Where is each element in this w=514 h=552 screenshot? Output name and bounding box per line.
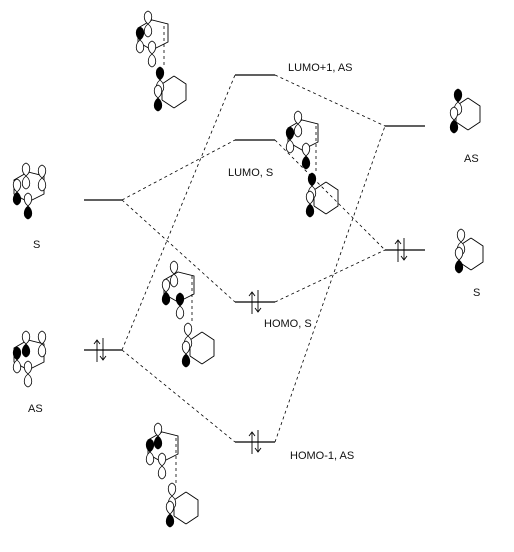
label-left-upper-sym: S — [33, 239, 40, 251]
label-left-lower-sym: AS — [28, 403, 43, 415]
mo-lumo-picture — [285, 110, 339, 218]
mo-homo1-picture — [145, 422, 199, 528]
label-right-lower-sym: S — [473, 287, 480, 299]
dioxole-S-orbital — [454, 228, 484, 274]
label-lumo1: LUMO+1, AS — [288, 62, 353, 74]
dioxole-AS-orbital — [449, 88, 481, 134]
spin-arrows-left-AS — [93, 338, 107, 362]
label-right-upper-sym: AS — [464, 153, 479, 165]
spin-arrows-homo — [248, 290, 262, 314]
diene-AS-orbital — [12, 330, 47, 388]
mo-homo-picture — [161, 260, 215, 368]
correlation-lines — [121, 74, 386, 443]
diene-S-orbital — [12, 162, 47, 220]
spin-arrows-homo1 — [248, 430, 262, 454]
label-homo1: HOMO-1, AS — [290, 450, 354, 462]
label-homo: HOMO, S — [264, 318, 312, 330]
label-lumo: LUMO, S — [228, 167, 273, 179]
spin-arrows-right-S — [394, 238, 408, 262]
mo-lumo1-picture — [135, 10, 187, 112]
